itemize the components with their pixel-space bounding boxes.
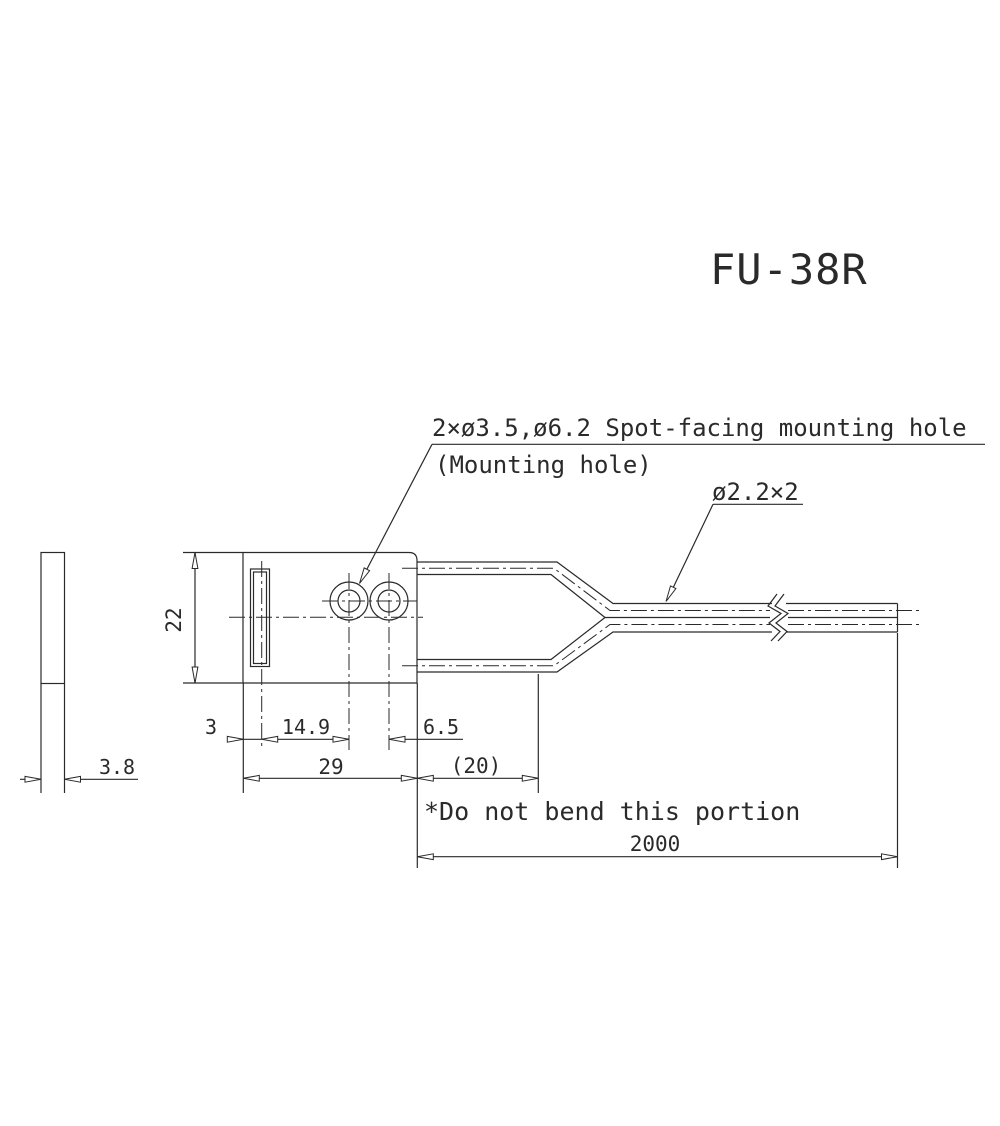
dimension-chain-row1: 3 14.9 6.5: [205, 683, 463, 868]
arrowhead: [388, 735, 406, 743]
dimension-slot-to-hole: 14.9: [282, 715, 330, 739]
bottom-cable-upper-line: [417, 617, 606, 661]
body-outline: [242, 551, 418, 684]
arrowhead: [24, 775, 42, 783]
top-cable-lower-line: [417, 573, 606, 618]
arrowhead: [243, 774, 260, 782]
bottom-cable-centerline: [402, 624, 770, 667]
top-cable-upper-line: [417, 561, 772, 605]
arrowhead: [332, 735, 350, 743]
leader-arrowhead: [359, 567, 371, 584]
arrowhead: [417, 774, 434, 782]
arrowhead: [261, 735, 279, 743]
dimension-height: 22: [162, 607, 186, 632]
arrowhead: [417, 853, 434, 861]
break-symbol-right: [774, 593, 790, 642]
dimension-edge-to-slot: 3: [205, 715, 217, 739]
bottom-cable-lower-line: [417, 631, 772, 673]
dimension-cable-length: 2000: [630, 832, 681, 856]
break-symbol-left: [767, 593, 783, 642]
leader-line: [359, 444, 433, 582]
drawing-title: FU-38R: [710, 245, 868, 294]
mounting-hole-label-line2: (Mounting hole): [435, 451, 652, 479]
arrowhead: [64, 775, 81, 783]
cable-length-dimension: *Do not bend this portion 2000: [417, 633, 899, 868]
fiber-cables: [402, 561, 921, 673]
top-cable-centerline: [402, 567, 770, 611]
side-view-outline: [40, 551, 66, 685]
dimension-hole-spacing: 6.5: [423, 715, 459, 739]
arrowhead: [191, 552, 199, 569]
arrowhead: [191, 666, 199, 684]
dimension-thickness: 3.8: [99, 755, 135, 779]
side-view: 3.8: [20, 551, 138, 793]
leader-line: [666, 504, 714, 600]
arrowhead: [400, 774, 418, 782]
cable-diameter-label: ø2.2×2: [712, 478, 799, 506]
arrowhead: [226, 735, 244, 743]
dimension-chain-row2: 29 (20): [243, 674, 539, 793]
arrowhead: [881, 853, 898, 861]
dimension-body-width: 29: [318, 755, 343, 779]
dimension-no-bend-zone: (20): [451, 754, 502, 778]
front-view-body: [229, 551, 423, 750]
height-dimension: 22: [162, 551, 243, 684]
mounting-hole-label-line1: 2×ø3.5,ø6.2 Spot-facing mounting hole: [432, 414, 967, 442]
leader-arrowhead: [665, 585, 677, 602]
bend-note: *Do not bend this portion: [424, 797, 800, 826]
cable-diameter-annotation: ø2.2×2: [665, 478, 803, 602]
mounting-hole-annotation: 2×ø3.5,ø6.2 Spot-facing mounting hole (M…: [359, 414, 985, 584]
arrowhead: [521, 774, 539, 782]
